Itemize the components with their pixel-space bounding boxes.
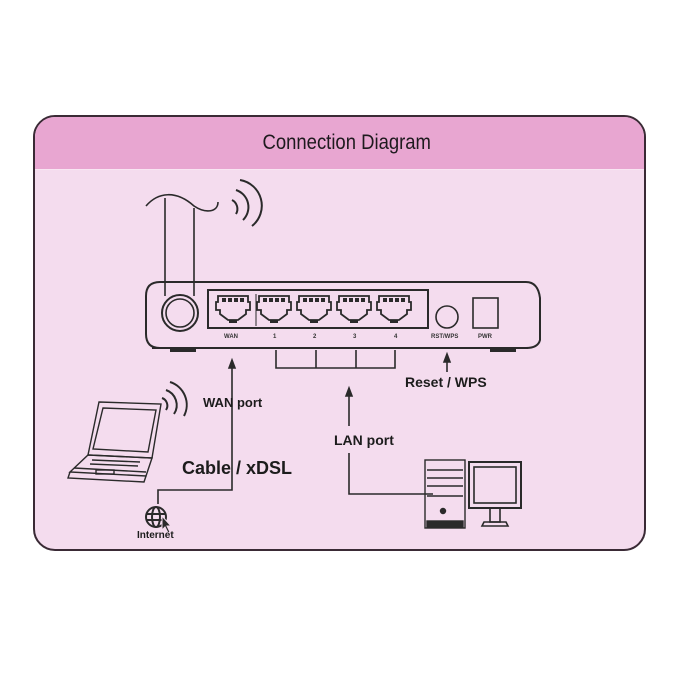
- lan-port-2-label: 2: [313, 334, 317, 340]
- monitor-icon: [468, 461, 522, 527]
- port-pin: [343, 298, 347, 302]
- port-pin: [383, 298, 387, 302]
- page-title: Connection Diagram: [262, 131, 431, 154]
- wan-port-callout: WAN port: [203, 395, 263, 410]
- port-pin: [228, 298, 232, 302]
- port-tab: [229, 320, 237, 323]
- port-pin: [361, 298, 365, 302]
- wifi-signal-icon: [231, 179, 263, 227]
- reset-wps-label: RST/WPS: [431, 334, 459, 340]
- reset-wps-button: [435, 305, 459, 329]
- port-pin: [234, 298, 238, 302]
- port-pin: [349, 298, 353, 302]
- wan-port-icon: [215, 295, 251, 323]
- antenna-icon: [145, 193, 219, 296]
- port-tab: [270, 320, 278, 323]
- port-pin: [269, 298, 273, 302]
- wan-port-label: WAN: [224, 334, 238, 340]
- connection-diagram-panel: Connection Diagram: [33, 115, 646, 551]
- port-pin: [389, 298, 393, 302]
- port-pin: [395, 298, 399, 302]
- lan-port-icon: [336, 295, 372, 323]
- port-pin: [315, 298, 319, 302]
- port-pin: [401, 298, 405, 302]
- lan-port-callout: LAN port: [334, 432, 394, 448]
- power-button: [472, 297, 499, 329]
- port-pin: [240, 298, 244, 302]
- desktop-computer-icon: [424, 459, 466, 529]
- port-tab: [350, 320, 358, 323]
- lan-bracket: [275, 350, 396, 369]
- lan-cable-line: [344, 385, 433, 495]
- cable-xdsl-callout: Cable / xDSL: [182, 458, 293, 478]
- port-pin: [321, 298, 325, 302]
- power-label: PWR: [478, 334, 492, 340]
- port-pin: [355, 298, 359, 302]
- laptop-icon: [67, 401, 162, 483]
- lan-port-icon: [296, 295, 332, 323]
- wan-cable-line: [157, 357, 237, 504]
- lan-port-icon: [376, 295, 412, 323]
- port-pin: [263, 298, 267, 302]
- router-body: [145, 281, 541, 352]
- lan-port-1-label: 1: [273, 334, 277, 340]
- lan-port-icon: [256, 295, 292, 323]
- port-pin: [222, 298, 226, 302]
- port-tab: [390, 320, 398, 323]
- port-pin: [303, 298, 307, 302]
- laptop-wifi-icon: [161, 381, 188, 417]
- port-pin: [281, 298, 285, 302]
- internet-callout: Internet: [137, 530, 174, 541]
- lan-port-4-label: 4: [394, 334, 398, 340]
- port-pin: [275, 298, 279, 302]
- reset-arrow: [442, 351, 452, 372]
- lan-port-3-label: 3: [353, 334, 357, 340]
- port-tab: [310, 320, 318, 323]
- internet-globe-icon: [145, 506, 173, 534]
- panel-header: Connection Diagram: [35, 117, 644, 170]
- port-pin: [309, 298, 313, 302]
- reset-wps-callout: Reset / WPS: [405, 374, 487, 390]
